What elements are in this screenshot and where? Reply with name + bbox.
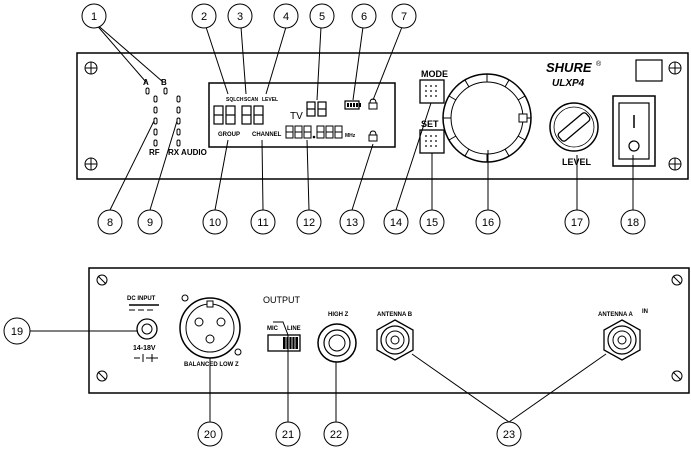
callout-11: 11 bbox=[251, 210, 275, 234]
svg-text:14: 14 bbox=[390, 217, 402, 229]
antenna-b-label: ANTENNA B bbox=[377, 312, 413, 318]
callout-1: 1 bbox=[82, 4, 106, 28]
display-scan: SCAN bbox=[244, 97, 259, 103]
svg-text:11: 11 bbox=[257, 217, 268, 229]
svg-text:8: 8 bbox=[107, 217, 113, 229]
callout-17: 17 bbox=[565, 210, 589, 234]
antenna-a-in-label: IN bbox=[642, 309, 648, 315]
svg-text:10: 10 bbox=[209, 217, 221, 229]
callout-22: 22 bbox=[324, 422, 348, 446]
front-screw-br bbox=[669, 158, 681, 170]
callout-5: 5 bbox=[310, 4, 334, 28]
svg-text:19: 19 bbox=[11, 326, 23, 338]
callout-7: 7 bbox=[392, 4, 416, 28]
callout-6: 6 bbox=[352, 4, 376, 28]
level-knob[interactable] bbox=[550, 103, 598, 151]
display-mhz: MHz bbox=[345, 133, 356, 139]
callout-3: 3 bbox=[228, 4, 252, 28]
svg-text:9: 9 bbox=[147, 217, 153, 229]
output-label: OUTPUT bbox=[263, 295, 301, 305]
display-tv: TV bbox=[290, 111, 303, 122]
svg-text:20: 20 bbox=[204, 429, 216, 441]
svg-text:21: 21 bbox=[282, 429, 294, 441]
svg-text:1: 1 bbox=[91, 11, 97, 23]
callout-2: 2 bbox=[192, 4, 216, 28]
lcd-display: SQLCH SCAN LEVEL GROUP CHANNEL TV bbox=[209, 83, 395, 147]
front-screw-tl bbox=[85, 62, 97, 74]
svg-text:15: 15 bbox=[426, 217, 438, 229]
display-squelch: SQLCH bbox=[226, 97, 244, 103]
callout-8: 8 bbox=[98, 210, 122, 234]
svg-text:6: 6 bbox=[361, 11, 367, 23]
mic-label: MIC bbox=[267, 326, 279, 332]
callout-20: 20 bbox=[198, 422, 222, 446]
mic-line-switch[interactable] bbox=[268, 335, 300, 351]
display-channel: CHANNEL bbox=[252, 132, 282, 138]
callout-12: 12 bbox=[297, 210, 321, 234]
led-label-b: B bbox=[161, 78, 167, 87]
ir-window bbox=[636, 60, 662, 81]
voltage-label: 14-18V bbox=[133, 345, 156, 352]
callout-21: 21 bbox=[276, 422, 300, 446]
svg-text:16: 16 bbox=[482, 217, 494, 229]
svg-text:23: 23 bbox=[503, 429, 515, 441]
control-wheel[interactable] bbox=[443, 74, 531, 162]
front-screw-bl bbox=[85, 158, 97, 170]
callout-16: 16 bbox=[476, 210, 500, 234]
high-z-label: HIGH Z bbox=[328, 312, 349, 318]
dc-input-jack[interactable] bbox=[137, 319, 157, 339]
callout-10: 10 bbox=[203, 210, 227, 234]
callout-13: 13 bbox=[340, 210, 364, 234]
led-label-rf: RF bbox=[149, 148, 160, 157]
power-switch[interactable] bbox=[613, 96, 655, 166]
front-screw-tr bbox=[669, 62, 681, 74]
svg-text:5: 5 bbox=[319, 11, 325, 23]
dc-input-label: DC INPUT bbox=[127, 296, 156, 302]
registered-mark: ® bbox=[596, 60, 602, 68]
svg-text:12: 12 bbox=[303, 217, 315, 229]
balanced-label: BALANCED LOW Z bbox=[184, 362, 239, 368]
mode-button[interactable]: MODE bbox=[420, 69, 448, 103]
callout-18: 18 bbox=[621, 210, 645, 234]
display-level: LEVEL bbox=[262, 97, 278, 103]
svg-text:2: 2 bbox=[201, 11, 207, 23]
antenna-a-label: ANTENNA A bbox=[598, 312, 634, 318]
svg-text:3: 3 bbox=[237, 11, 243, 23]
callout-9: 9 bbox=[138, 210, 162, 234]
svg-text:13: 13 bbox=[346, 217, 358, 229]
high-z-output-jack[interactable] bbox=[318, 324, 356, 362]
svg-text:4: 4 bbox=[283, 11, 289, 23]
brand-logo: SHURE bbox=[546, 60, 592, 75]
model-name: ULXP4 bbox=[552, 78, 585, 89]
front-panel: A B RF RX AUDIO SQLCH SCAN LEVEL bbox=[77, 53, 688, 179]
callout-23: 23 bbox=[497, 422, 521, 446]
svg-text:22: 22 bbox=[330, 429, 342, 441]
svg-text:7: 7 bbox=[401, 11, 407, 23]
svg-text:17: 17 bbox=[571, 217, 583, 229]
rear-panel: DC INPUT 14-18V OUTPUT BALANCED LOW Z bbox=[89, 268, 689, 393]
mode-label: MODE bbox=[421, 69, 448, 79]
display-group: GROUP bbox=[218, 132, 240, 138]
callout-4: 4 bbox=[274, 4, 298, 28]
callout-15: 15 bbox=[420, 210, 444, 234]
callout-14: 14 bbox=[384, 210, 408, 234]
line-label: LINE bbox=[287, 326, 301, 332]
svg-text:18: 18 bbox=[627, 217, 639, 229]
callout-19: 19 bbox=[4, 318, 30, 344]
led-label-rx-audio: RX AUDIO bbox=[168, 148, 207, 157]
